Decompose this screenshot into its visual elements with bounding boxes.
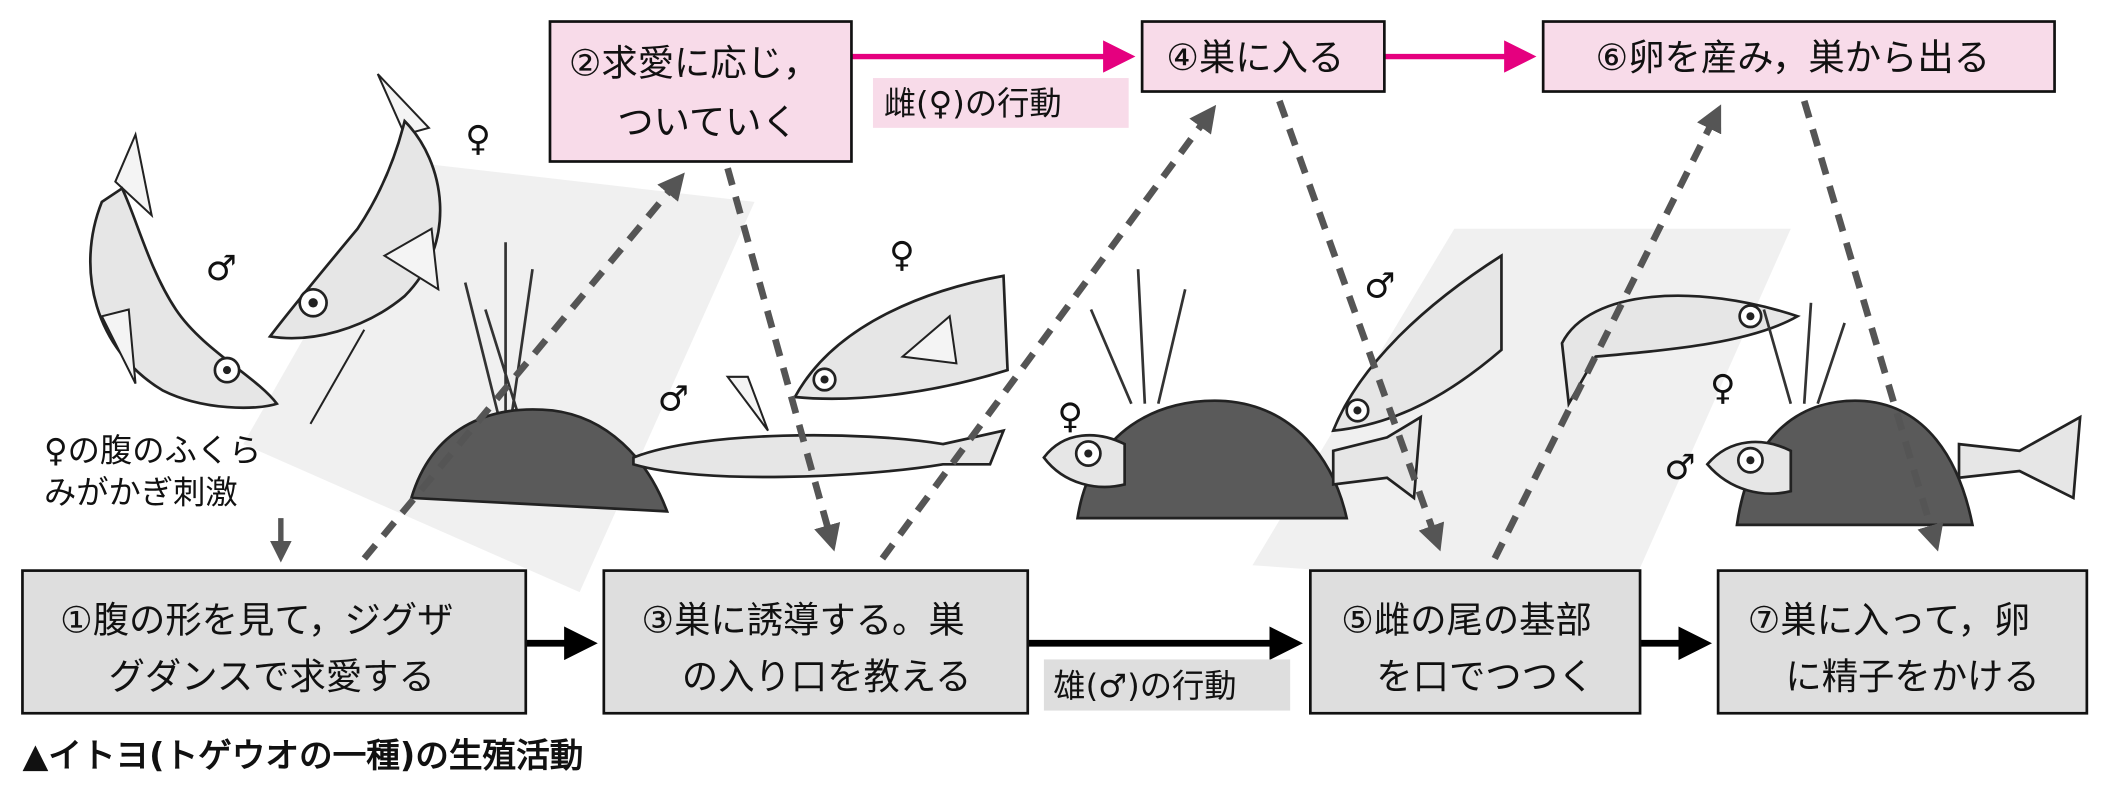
fish-pair-illustration [632, 274, 1009, 479]
step-6-text: ⑥卵を産み，巣から出る [1596, 36, 1990, 79]
step-1-box: ①腹の形を見て，ジグザ グダンスで求愛する [21, 569, 528, 715]
step-3-text-line2: の入り口を教える [682, 655, 972, 698]
step-2-text-line1: ②求愛に応じ， [569, 41, 820, 84]
step-2-box: ②求愛に応じ， ついていく [548, 20, 853, 163]
male-fish-illustration [89, 131, 280, 410]
female-fish-illustration [267, 73, 442, 340]
figure-caption: ▲イトヨ(トゲウオの一種)の生殖活動 [22, 736, 583, 775]
male-symbol: ♂ [658, 379, 689, 419]
step-7-box: ⑦巣に入って，卵 に精子をかける [1716, 569, 2089, 715]
male-symbol: ♂ [1364, 266, 1395, 306]
nest-illustration [409, 242, 670, 513]
step-1-text-line1: ①腹の形を見て，ジグザ [60, 599, 453, 642]
stimulus-label-line2: みがかぎ刺激 [44, 473, 238, 511]
female-symbol: ♀ [1710, 369, 1736, 409]
step-3-box: ③巣に誘導する。巣 の入り口を教える [602, 569, 1030, 715]
step-5-text-line1: ⑤雌の尾の基部 [1341, 599, 1592, 642]
stimulus-label-line1: ♀の腹のふくら [44, 432, 261, 470]
step-1-text-line2: グダンスで求愛する [109, 655, 435, 698]
step-7-text-line1: ⑦巣に入って，卵 [1748, 599, 2031, 642]
female-symbol: ♀ [465, 120, 491, 160]
step-6-box: ⑥卵を産み，巣から出る [1541, 20, 2056, 93]
step-4-text: ④巣に入る [1166, 36, 1344, 79]
female-symbol: ♀ [889, 235, 915, 275]
step-2-text-line2: ついていく [617, 101, 798, 144]
female-leaving-and-male-in-nest-illustration [1560, 294, 2082, 527]
female-symbol: ♀ [1057, 397, 1083, 437]
step-7-text-line2: に精子をかける [1785, 655, 2039, 698]
male-behavior-label-bg [1043, 659, 1291, 711]
male-symbol: ♂ [1664, 448, 1695, 488]
step-4-box: ④巣に入る [1140, 20, 1386, 93]
step-5-box: ⑤雌の尾の基部 を口でつつく [1309, 569, 1642, 715]
dashed-arrows [361, 99, 1944, 561]
watermark [243, 161, 1791, 593]
step-5-text-line2: を口でつつく [1376, 655, 1594, 698]
male-behavior-label: 雄(♂)の行動 [1053, 667, 1236, 705]
female-behavior-label-bg [872, 78, 1129, 128]
step-3-text-line1: ③巣に誘導する。巣 [642, 599, 965, 642]
male-symbol: ♂ [205, 249, 236, 289]
fish-illustrations: ♂ ♀ ♀ ♂ [89, 73, 2082, 527]
female-behavior-label: 雌(♀)の行動 [884, 84, 1062, 122]
pointer-line [309, 329, 366, 425]
